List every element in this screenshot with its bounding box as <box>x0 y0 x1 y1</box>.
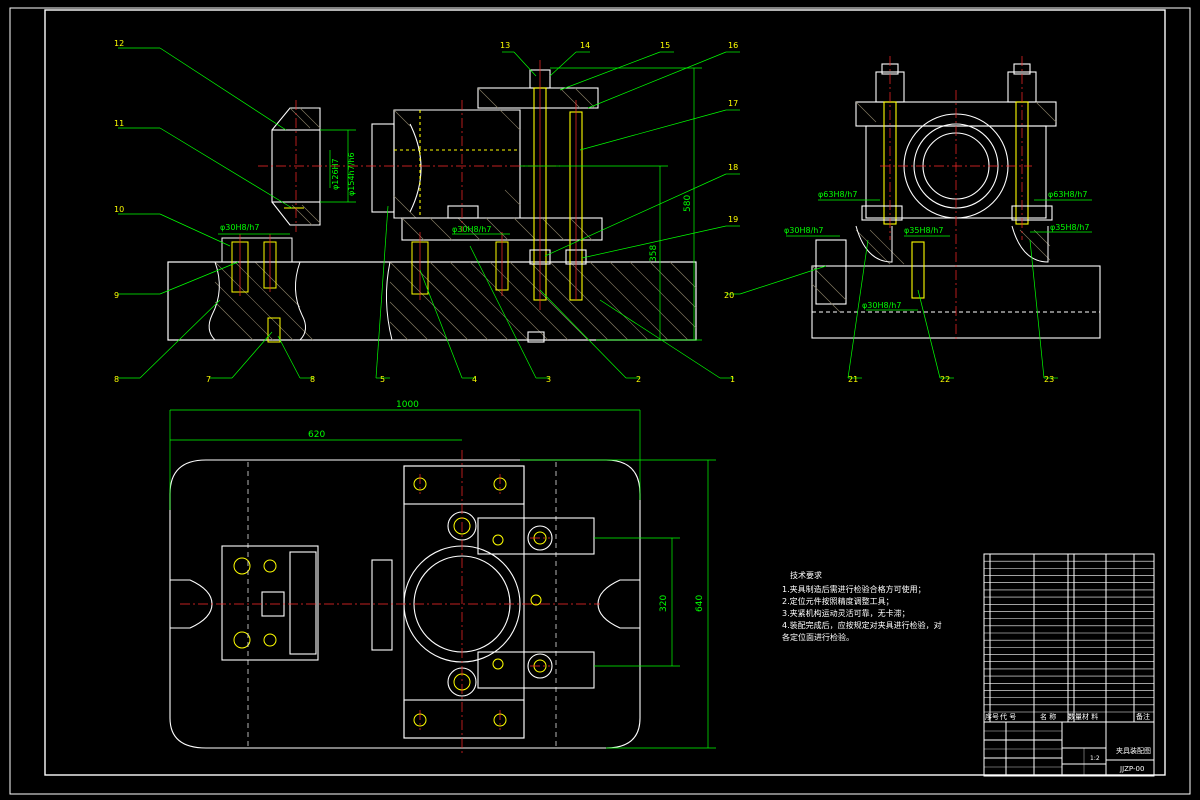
bom-header-no: 序号 <box>985 712 999 721</box>
fit-label-1: φ30H8/h7 <box>220 223 259 232</box>
bom-header-code: 代 号 <box>1000 712 1016 721</box>
callout-18: 18 <box>728 163 738 172</box>
callout-8: 8 <box>114 375 119 384</box>
front-view-centerlines <box>258 100 560 232</box>
callout-7: 7 <box>206 375 211 384</box>
callout-12: 12 <box>114 39 124 48</box>
base-screws <box>411 232 509 300</box>
callout-14: 14 <box>580 41 590 50</box>
callout-15: 15 <box>660 41 670 50</box>
notes-line-4: 4.装配完成后，应按规定对夹具进行检验，对 <box>782 620 942 630</box>
callout-19: 19 <box>728 215 738 224</box>
notes-line-1: 1.夹具制造后需进行检验合格方可使用； <box>782 584 926 594</box>
fit-label-10: φ30H8/h7 <box>862 301 901 310</box>
callout-10: 10 <box>114 205 124 214</box>
technical-requirements: 技术要求 1.夹具制造后需进行检验合格方可使用； 2.定位元件按照精度调整工具；… <box>782 570 942 642</box>
dim-320: 320 <box>659 595 669 612</box>
fit-label-3: φ154h7/h6 <box>347 152 356 196</box>
callout-8b: 8 <box>310 375 315 384</box>
top-view: 1000 620 320 640 <box>169 400 716 756</box>
title-block: 夹具装配图 JJZP-00 1:2 <box>983 721 1155 777</box>
callout-16: 16 <box>728 41 738 50</box>
fit-label-8: φ35H8/h7 <box>904 226 943 235</box>
fit-label-5: φ63H8/h7 <box>818 190 857 199</box>
fit-label-2: φ126H7 <box>331 158 340 190</box>
fit-label-9: φ35H8/h7 <box>1050 223 1089 232</box>
callout-17: 17 <box>728 99 738 108</box>
fit-label-7: φ30H8/h7 <box>784 226 823 235</box>
front-view-dimensions <box>218 67 702 341</box>
callout-22: 22 <box>940 375 950 384</box>
bom-header-qty: 数量 <box>1068 712 1082 721</box>
callout-1: 1 <box>730 375 735 384</box>
side-section-view: φ63H8/h7 φ63H8/h7 φ30H8/h7 φ35H8/h7 φ35H… <box>724 56 1101 384</box>
callout-3: 3 <box>546 375 551 384</box>
callout-20: 20 <box>724 291 734 300</box>
dim-580: 580 <box>683 195 693 212</box>
notes-title: 技术要求 <box>790 570 822 580</box>
bom-header-name: 名 称 <box>1040 712 1056 721</box>
callout-13: 13 <box>500 41 510 50</box>
callout-11: 11 <box>114 119 124 128</box>
notes-line-3: 3.夹紧机构运动灵活可靠，无卡滞； <box>782 608 910 618</box>
drawing-frame <box>9 7 1191 795</box>
callout-9: 9 <box>114 291 119 300</box>
callout-2: 2 <box>636 375 641 384</box>
dim-640: 640 <box>695 595 705 612</box>
dim-1000: 1000 <box>396 400 419 410</box>
bom-header-note: 备注 <box>1136 712 1150 721</box>
callout-5: 5 <box>380 375 385 384</box>
drawing-scale: 1:2 <box>1090 755 1100 762</box>
notes-line-2: 2.定位元件按照精度调整工具； <box>782 596 894 606</box>
dim-620: 620 <box>308 430 325 440</box>
parts-list: 序号 代 号 名 称 数量 材 料 备注 <box>983 553 1155 723</box>
locating-block-left <box>221 234 293 343</box>
front-section-view: φ30H8/h7 φ126H7 φ154h7/h6 φ30H8/h7 580 3… <box>114 39 740 384</box>
fit-label-4: φ30H8/h7 <box>452 225 491 234</box>
callout-4: 4 <box>472 375 477 384</box>
drawing-number: JJZP-00 <box>1119 765 1144 773</box>
bom-header-material: 材 料 <box>1082 712 1098 721</box>
drawing-name: 夹具装配图 <box>1116 746 1151 755</box>
fit-label-6: φ63H8/h7 <box>1048 190 1087 199</box>
notes-line-5: 各定位面进行检验。 <box>782 632 854 642</box>
callout-21: 21 <box>848 375 858 384</box>
front-view-leaders <box>118 47 740 379</box>
clamp-bridge <box>477 60 599 343</box>
dim-358: 358 <box>649 245 659 262</box>
callout-23: 23 <box>1044 375 1054 384</box>
